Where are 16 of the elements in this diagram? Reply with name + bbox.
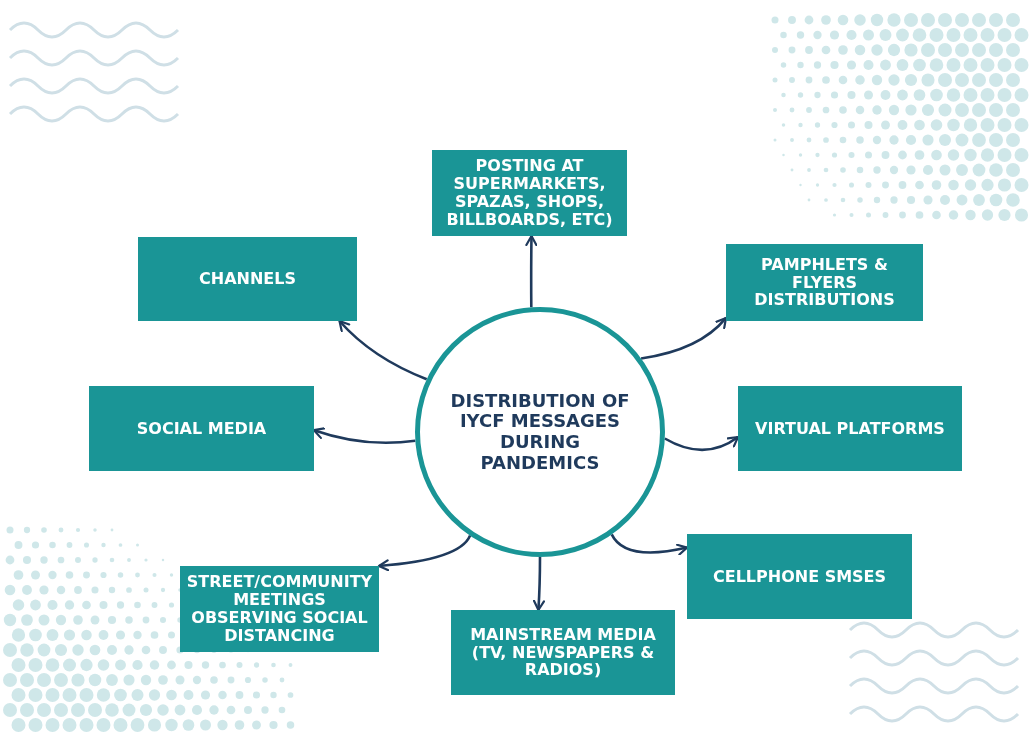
curved-arrow <box>610 533 689 556</box>
channel-box: PAMPHLETS & FLYERS DISTRIBUTIONS <box>726 244 923 321</box>
channel-box: CELLPHONE SMSES <box>687 534 912 619</box>
curved-arrow <box>532 557 546 612</box>
curved-arrow <box>664 435 740 452</box>
channel-box: SOCIAL MEDIA <box>89 386 314 471</box>
center-circle: DISTRIBUTION OF IYCF MESSAGES DURING PANDEMICS <box>415 307 665 557</box>
channel-box: MAINSTREAM MEDIA (TV, NEWSPAPERS & RADIOS) <box>451 610 675 695</box>
channel-box: VIRTUAL PLATFORMS <box>738 386 962 471</box>
curved-arrow <box>338 319 428 381</box>
curved-arrow <box>640 316 728 360</box>
curved-arrow <box>525 234 538 308</box>
channel-box: CHANNELS <box>138 237 357 321</box>
curved-arrow <box>377 534 472 572</box>
channel-box: POSTING AT SUPERMARKETS, SPAZAS, SHOPS, BILLBOARDS, ETC) <box>432 150 627 236</box>
channel-box: STREET/COMMUNITY MEETINGS OBSERVING SOCIAL DISTANCING <box>180 566 379 652</box>
